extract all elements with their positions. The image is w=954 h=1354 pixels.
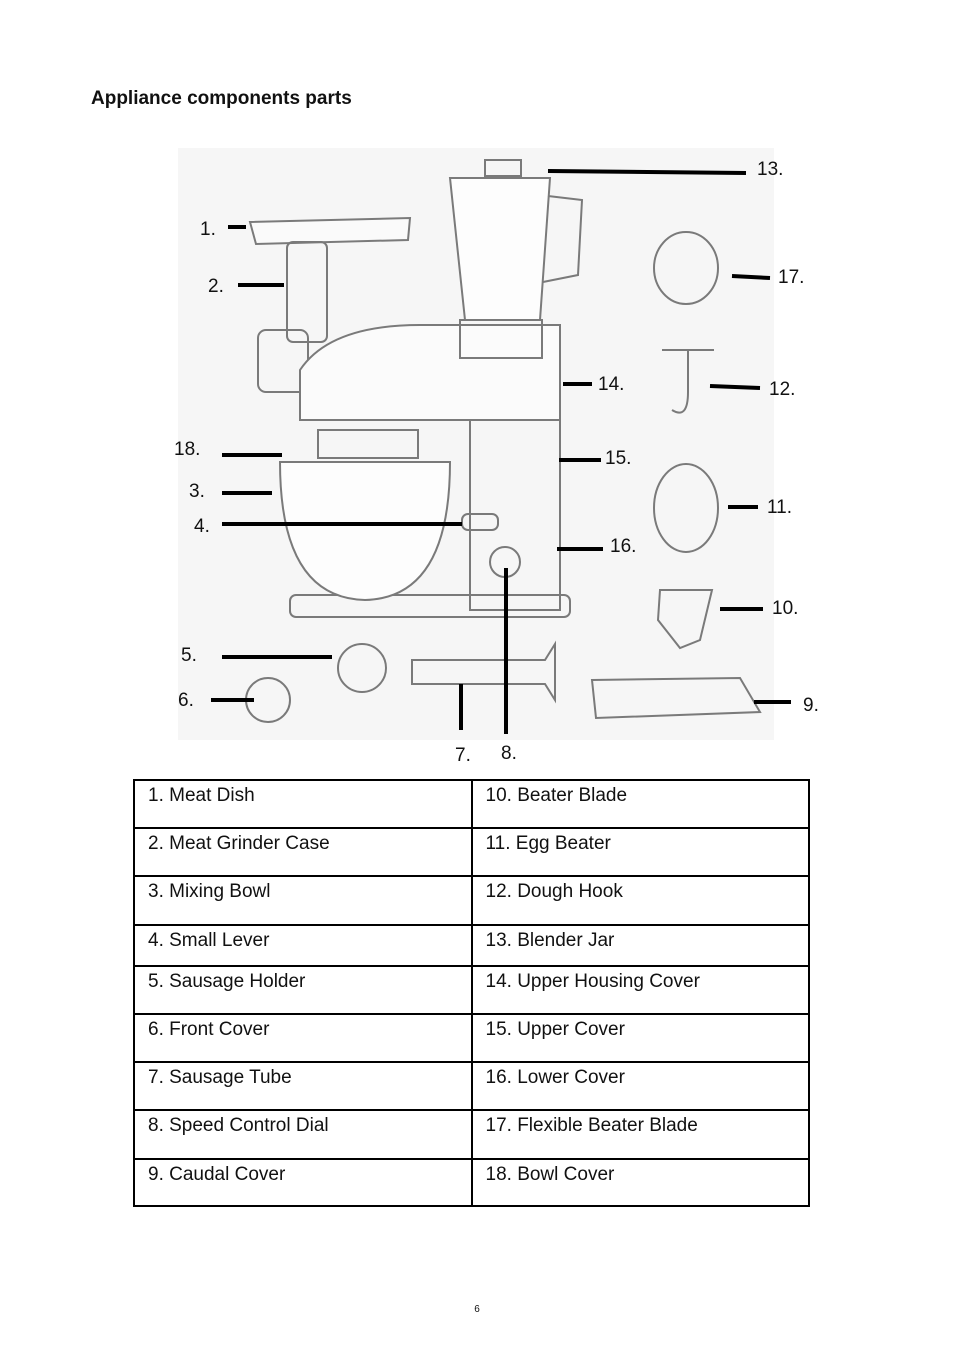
table-cell: 9. Caudal Cover <box>133 1158 473 1207</box>
callout-15: 15. <box>605 448 631 469</box>
callout-17: 17. <box>778 267 804 288</box>
callout-13: 13. <box>757 159 783 180</box>
upper-housing-shape <box>299 324 561 421</box>
flex-beater-shape <box>653 231 719 305</box>
dough-hook-shape <box>671 350 689 414</box>
page-title: Appliance components parts <box>91 88 352 109</box>
table-cell: 4. Small Lever <box>133 924 473 967</box>
table-cell: 17. Flexible Beater Blade <box>470 1109 810 1160</box>
table-cell: 7. Sausage Tube <box>133 1061 473 1111</box>
caudal-cover-shape <box>590 676 762 720</box>
table-cell: 14. Upper Housing Cover <box>470 965 810 1015</box>
blender-handle-shape <box>542 195 584 283</box>
appliance-diagram: 1. 2. 3. 4. 5. 6. 7. 8. 9. 10. 11. 12. 1… <box>174 159 819 766</box>
blender-lid-shape <box>484 159 522 177</box>
bowl-cover-shape <box>317 429 419 459</box>
appliance-drawing <box>245 159 762 723</box>
page-number: 6 <box>474 1304 480 1315</box>
table-cell: 13. Blender Jar <box>470 924 810 967</box>
table-cell: 11. Egg Beater <box>470 827 810 877</box>
table-cell: 15. Upper Cover <box>470 1013 810 1063</box>
blender-jar-shape <box>448 177 552 321</box>
egg-beater-shape <box>653 463 719 553</box>
table-cell: 8. Speed Control Dial <box>133 1109 473 1160</box>
callout-3: 3. <box>189 481 205 502</box>
callout-16: 16. <box>610 536 636 557</box>
table-cell: 12. Dough Hook <box>470 875 810 926</box>
callout-7: 7. <box>455 745 471 766</box>
meat-dish-shape <box>248 216 412 246</box>
table-cell: 5. Sausage Holder <box>133 965 473 1015</box>
table-cell: 1. Meat Dish <box>133 779 473 829</box>
beater-blade-shape <box>656 589 714 650</box>
table-cell: 18. Bowl Cover <box>470 1158 810 1207</box>
callout-12: 12. <box>769 379 795 400</box>
table-cell: 16. Lower Cover <box>470 1061 810 1111</box>
blender-base-shape <box>459 319 543 359</box>
callout-1: 1. <box>200 219 216 240</box>
callout-18: 18. <box>174 439 200 460</box>
callout-4: 4. <box>194 516 210 537</box>
sausage-holder-shape <box>337 643 387 693</box>
table-cell: 3. Mixing Bowl <box>133 875 473 926</box>
callout-8: 8. <box>501 743 517 764</box>
callout-5: 5. <box>181 645 197 666</box>
table-cell: 2. Meat Grinder Case <box>133 827 473 877</box>
table-cell: 6. Front Cover <box>133 1013 473 1063</box>
leader-lines <box>211 169 791 734</box>
table-cell: 10. Beater Blade <box>470 779 810 829</box>
sausage-tube-shape <box>411 640 556 704</box>
base-shape <box>289 594 571 618</box>
callout-2: 2. <box>208 276 224 297</box>
callout-6: 6. <box>178 690 194 711</box>
callout-11: 11. <box>767 497 792 518</box>
callout-9: 9. <box>803 695 819 716</box>
callout-10: 10. <box>772 598 798 619</box>
callout-14: 14. <box>598 374 624 395</box>
